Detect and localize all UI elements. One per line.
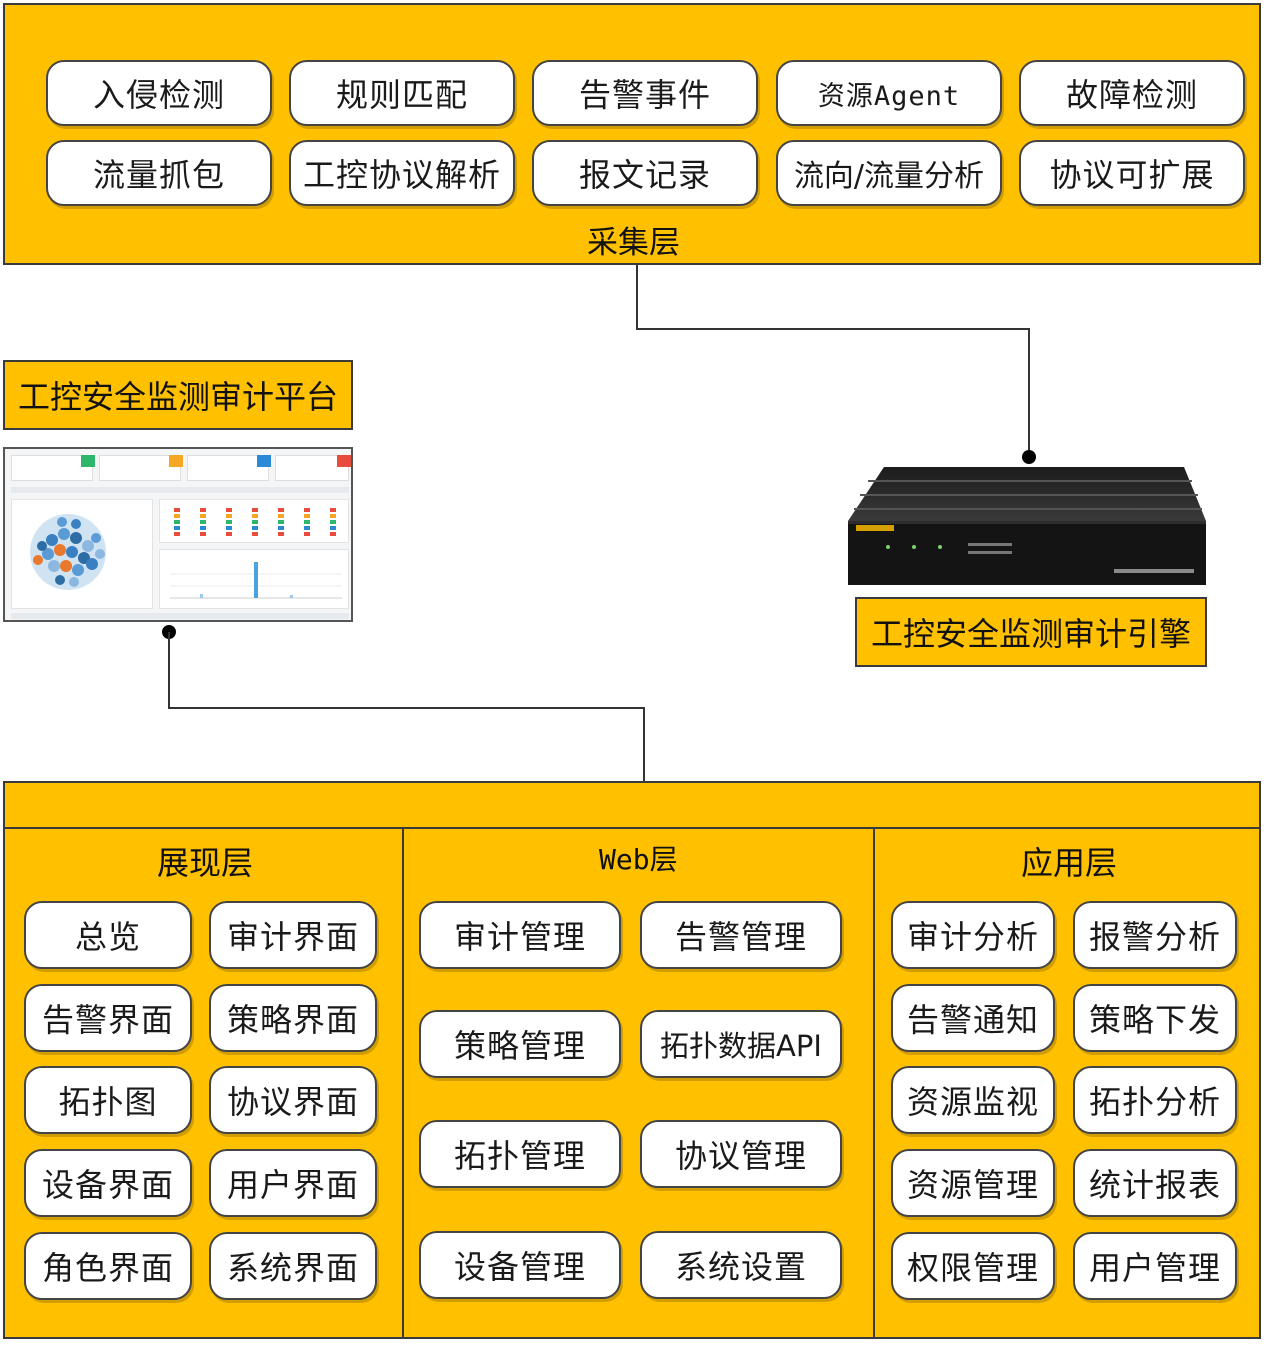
application-item: 报警分析 xyxy=(1073,901,1237,969)
connector-dot xyxy=(1022,450,1036,464)
status-matrix xyxy=(174,508,336,536)
presentation-item: 告警界面 xyxy=(24,984,192,1052)
collection-item: 流量抓包 xyxy=(46,140,272,206)
presentation-item: 系统界面 xyxy=(209,1232,377,1300)
application-item: 资源管理 xyxy=(891,1149,1055,1217)
application-item: 拓扑分析 xyxy=(1073,1066,1237,1134)
presentation-item: 拓扑图 xyxy=(24,1066,192,1134)
connector-line xyxy=(636,265,638,329)
connector-line xyxy=(636,328,1030,330)
presentation-item: 审计界面 xyxy=(209,901,377,969)
connector-line xyxy=(643,707,645,782)
security-appliance xyxy=(848,467,1206,585)
collection-layer-title: 采集层 xyxy=(587,225,680,261)
collection-item: 入侵检测 xyxy=(46,60,272,126)
application-item: 统计报表 xyxy=(1073,1149,1237,1217)
collection-item: 协议可扩展 xyxy=(1019,140,1245,206)
collection-item: 报文记录 xyxy=(532,140,758,206)
web-item: 系统设置 xyxy=(640,1231,842,1299)
application-item: 告警通知 xyxy=(891,984,1055,1052)
web-item: 拓扑管理 xyxy=(419,1120,621,1188)
presentation-item: 用户界面 xyxy=(209,1149,377,1217)
web-item: 告警管理 xyxy=(640,901,842,969)
web-item: 策略管理 xyxy=(419,1010,621,1078)
web-item: 设备管理 xyxy=(419,1231,621,1299)
presentation-item: 策略界面 xyxy=(209,984,377,1052)
collection-layer-panel: 入侵检测 规则匹配 告警事件 资源Agent 故障检测 流量抓包 工控协议解析 … xyxy=(3,3,1261,265)
application-item: 权限管理 xyxy=(891,1232,1055,1300)
collection-item: 告警事件 xyxy=(532,60,758,126)
application-item: 策略下发 xyxy=(1073,984,1237,1052)
platform-layers-panel: 展现层 总览 审计界面 告警界面 策略界面 拓扑图 协议界面 设备界面 用户界面… xyxy=(3,781,1261,1339)
web-layer-title: Web层 xyxy=(599,843,678,876)
engine-label: 工控安全监测审计引擎 xyxy=(855,597,1207,667)
engine-device-image xyxy=(848,467,1206,587)
collection-item: 规则匹配 xyxy=(289,60,515,126)
application-item: 用户管理 xyxy=(1073,1232,1237,1300)
collection-item: 工控协议解析 xyxy=(289,140,515,206)
collection-item: 故障检测 xyxy=(1019,60,1245,126)
connector-line xyxy=(168,632,170,709)
collection-item: 流向/流量分析 xyxy=(776,140,1002,206)
traffic-chart xyxy=(170,562,342,599)
dashboard-screenshot xyxy=(3,447,353,622)
application-layer-title: 应用层 xyxy=(1021,844,1118,882)
web-item: 协议管理 xyxy=(640,1120,842,1188)
application-item: 资源监视 xyxy=(891,1066,1055,1134)
presentation-item: 总览 xyxy=(24,901,192,969)
presentation-item: 角色界面 xyxy=(24,1232,192,1300)
platform-label: 工控安全监测审计平台 xyxy=(3,360,353,430)
collection-item: 资源Agent xyxy=(776,60,1002,126)
connector-line xyxy=(1028,328,1030,458)
presentation-item: 设备界面 xyxy=(24,1149,192,1217)
application-item: 审计分析 xyxy=(891,901,1055,969)
presentation-item: 协议界面 xyxy=(209,1066,377,1134)
web-item: 拓扑数据API xyxy=(640,1010,842,1078)
connector-line xyxy=(168,707,645,709)
presentation-layer-title: 展现层 xyxy=(157,844,254,882)
topology-graph xyxy=(30,514,106,590)
web-item: 审计管理 xyxy=(419,901,621,969)
